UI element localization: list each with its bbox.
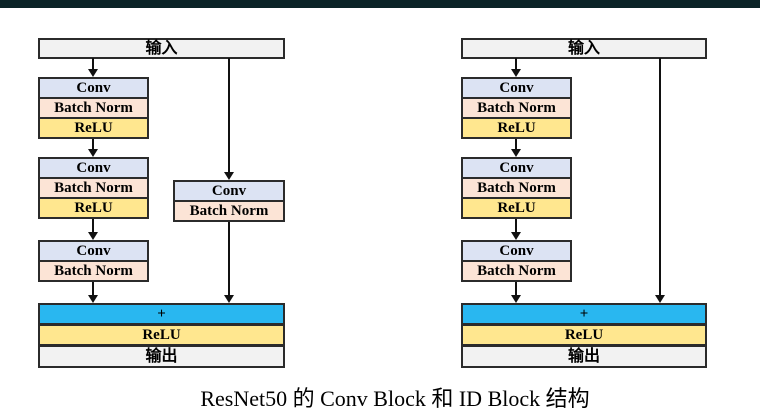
arrow-line: [515, 58, 517, 70]
input-box: 输入: [38, 38, 285, 59]
arrow-line: [92, 219, 94, 232]
arrow-head-icon: [88, 69, 98, 77]
arrow-line: [515, 282, 517, 295]
arrow-head-icon: [511, 295, 521, 303]
conv-layer-box: Conv: [38, 77, 149, 99]
arrow-head-icon: [511, 69, 521, 77]
shortcut-conv-bn-stack: Conv Batch Norm: [173, 180, 285, 222]
conv-bn-stack: Conv Batch Norm: [38, 240, 149, 282]
conv-layer-box: Conv: [38, 157, 149, 179]
relu-layer-box: ReLU: [461, 117, 572, 139]
relu-bar-box: ReLU: [38, 324, 285, 346]
arrow-head-icon: [88, 149, 98, 157]
input-box: 输入: [461, 38, 707, 59]
identity-shortcut-line: [659, 58, 661, 295]
shortcut-line: [228, 222, 230, 295]
arrow-head-icon: [224, 172, 234, 180]
conv-bn-relu-stack: Conv Batch Norm ReLU: [38, 77, 149, 139]
conv-bn-relu-stack: Conv Batch Norm ReLU: [38, 157, 149, 219]
relu-layer-box: ReLU: [461, 197, 572, 219]
arrow-line: [92, 139, 94, 149]
batch-norm-layer-box: Batch Norm: [38, 97, 149, 119]
arrow-line: [92, 282, 94, 295]
conv-layer-box: Conv: [461, 240, 572, 262]
batch-norm-layer-box: Batch Norm: [461, 97, 572, 119]
conv-bn-stack: Conv Batch Norm: [461, 240, 572, 282]
relu-bar-box: ReLU: [461, 324, 707, 346]
conv-layer-box: Conv: [461, 157, 572, 179]
batch-norm-layer-box: Batch Norm: [38, 177, 149, 199]
arrow-head-icon: [224, 295, 234, 303]
arrow-head-icon: [88, 295, 98, 303]
conv-layer-box: Conv: [461, 77, 572, 99]
arrow-head-icon: [511, 149, 521, 157]
arrow-head-icon: [88, 232, 98, 240]
arrow-line: [92, 58, 94, 70]
arrow-head-icon: [511, 232, 521, 240]
output-box: 输出: [461, 345, 707, 368]
relu-layer-box: ReLU: [38, 117, 149, 139]
batch-norm-layer-box: Batch Norm: [173, 200, 285, 222]
figure-caption: ResNet50 的 Conv Block 和 ID Block 结构: [200, 386, 590, 411]
shortcut-line: [228, 58, 230, 172]
add-box: +: [461, 303, 707, 325]
conv-bn-relu-stack: Conv Batch Norm ReLU: [461, 157, 572, 219]
conv-layer-box: Conv: [173, 180, 285, 202]
conv-bn-relu-stack: Conv Batch Norm ReLU: [461, 77, 572, 139]
arrow-head-icon: [655, 295, 665, 303]
add-box: +: [38, 303, 285, 325]
output-box: 输出: [38, 345, 285, 368]
batch-norm-layer-box: Batch Norm: [461, 260, 572, 282]
relu-layer-box: ReLU: [38, 197, 149, 219]
batch-norm-layer-box: Batch Norm: [461, 177, 572, 199]
conv-layer-box: Conv: [38, 240, 149, 262]
arrow-line: [515, 139, 517, 149]
arrow-line: [515, 219, 517, 232]
top-border-bar: [0, 0, 760, 8]
batch-norm-layer-box: Batch Norm: [38, 260, 149, 282]
